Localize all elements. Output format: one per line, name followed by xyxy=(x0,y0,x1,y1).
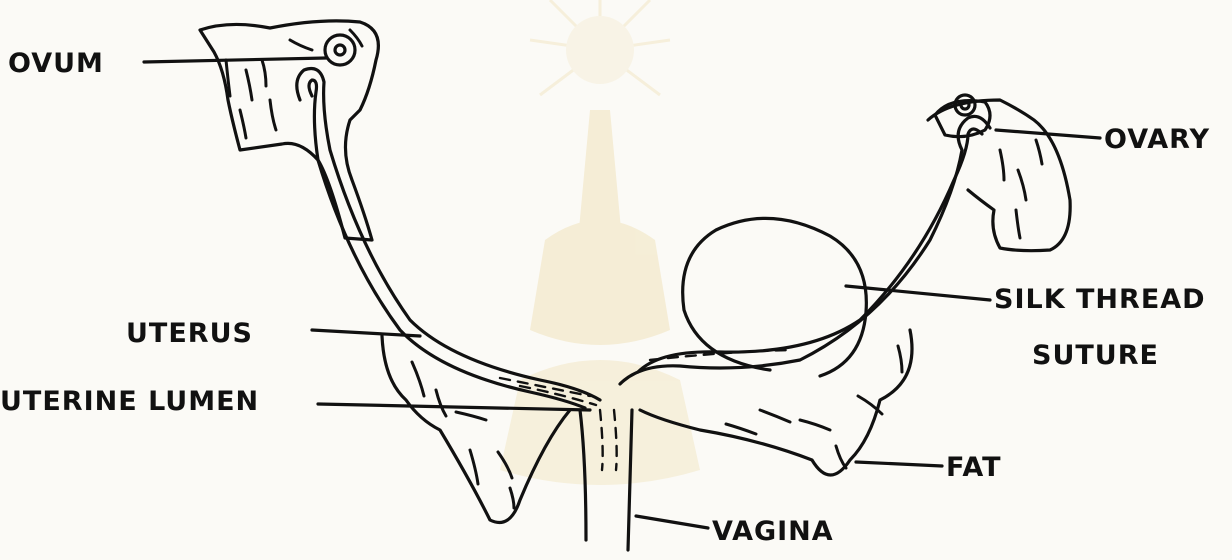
label-uterus: UTERUS xyxy=(126,320,253,347)
label-uterine-lumen: UTERINE LUMEN xyxy=(0,388,259,415)
right-upper-fat-pad xyxy=(928,100,1070,251)
leader-ovum xyxy=(144,58,326,62)
label-ovum: OVUM xyxy=(8,50,104,77)
label-suture: SUTURE xyxy=(1032,342,1159,369)
ovum-cell xyxy=(325,35,355,65)
label-vagina: VAGINA xyxy=(712,518,834,545)
leader-vagina xyxy=(636,516,708,528)
label-ovary: OVARY xyxy=(1104,126,1210,153)
right-horn-inner-wall xyxy=(638,129,982,372)
leader-fat xyxy=(856,462,942,466)
ovum-nucleus xyxy=(335,45,345,55)
label-fat: FAT xyxy=(946,454,1002,481)
left-horn-inner-wall xyxy=(309,80,585,408)
left-upper-fat-pad xyxy=(200,21,378,240)
label-silk-thread: SILK THREAD xyxy=(994,286,1206,313)
ovary-follicle-inner xyxy=(961,101,969,109)
